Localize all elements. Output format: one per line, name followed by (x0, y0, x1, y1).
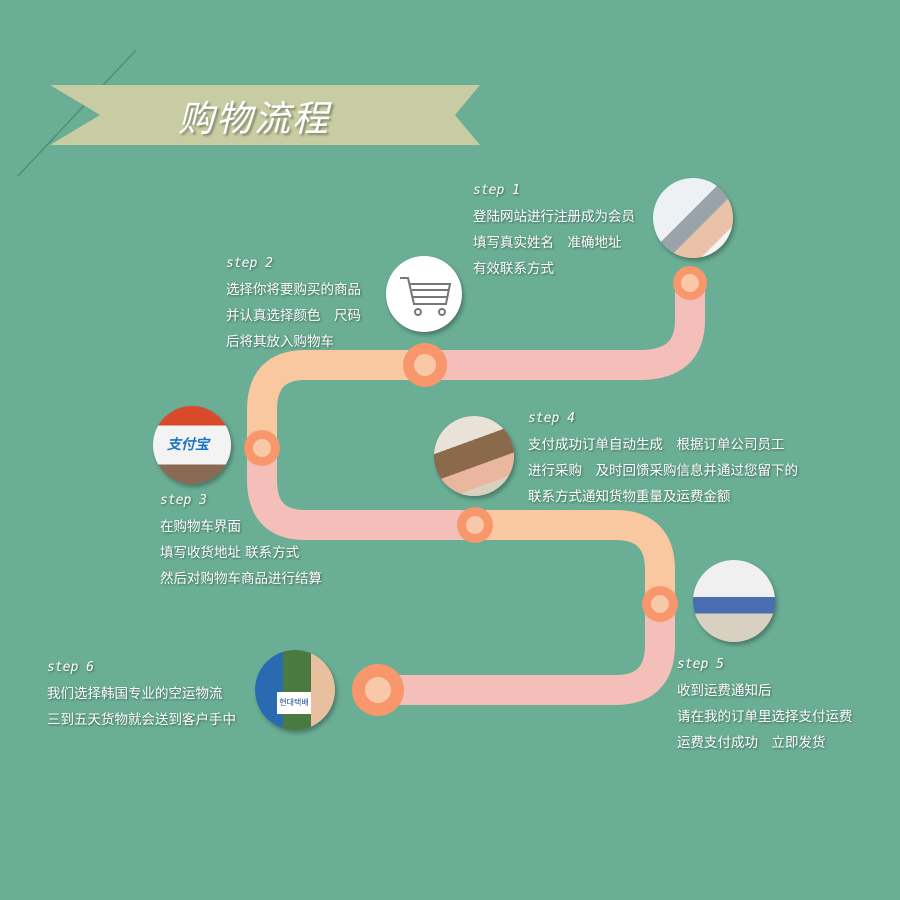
step-5: step 5 收到运费通知后 请在我的订单里选择支付运费 运费支付成功 立即发货 (677, 652, 853, 756)
step-line: 联系方式通知货物重量及运费金额 (528, 489, 731, 505)
step-line: 有效联系方式 (473, 261, 554, 277)
staff-purchasing-photo (434, 416, 514, 496)
delivery-box-logo: 현대택배 (277, 692, 311, 714)
step-line: 运费支付成功 立即发货 (677, 735, 826, 751)
title-banner (50, 85, 480, 145)
step-line: 我们选择韩国专业的空运物流 (47, 686, 223, 702)
step-3: step 3 在购物车界面 填写收货地址 联系方式 然后对购物车商品进行结算 (160, 488, 322, 592)
step-label: step 5 (677, 657, 724, 672)
step-line: 请在我的订单里选择支付运费 (677, 709, 853, 725)
step-label: step 6 (47, 660, 94, 675)
step-1: step 1 登陆网站进行注册成为会员 填写真实姓名 准确地址 有效联系方式 (473, 178, 635, 282)
step-label: step 2 (226, 256, 273, 271)
alipay-photo: 支付宝 (153, 406, 231, 484)
step-line: 登陆网站进行注册成为会员 (473, 209, 635, 225)
step-line: 收到运费通知后 (677, 683, 772, 699)
step-4: step 4 支付成功订单自动生成 根据订单公司员工 进行采购 及时回馈采购信息… (528, 406, 798, 510)
step-label: step 4 (528, 411, 575, 426)
warehouse-photo (693, 560, 775, 642)
step-line: 三到五天货物就会送到客户手中 (47, 712, 236, 728)
step-line: 填写真实姓名 准确地址 (473, 235, 622, 251)
delivery-photo: 현대택배 (255, 650, 335, 730)
process-path (247, 285, 705, 705)
shopping-cart-photo (386, 256, 462, 332)
step-6: step 6 我们选择韩国专业的空运物流 三到五天货物就会送到客户手中 (47, 655, 236, 733)
step-label: step 3 (160, 493, 207, 508)
step-2: step 2 选择你将要购买的商品 并认真选择颜色 尺码 后将其放入购物车 (226, 251, 361, 355)
step-line: 支付成功订单自动生成 根据订单公司员工 (528, 437, 785, 453)
step-label: step 1 (473, 183, 520, 198)
step-line: 选择你将要购买的商品 (226, 282, 361, 298)
alipay-logo: 支付宝 (167, 437, 209, 453)
step-line: 在购物车界面 (160, 519, 241, 535)
step-line: 后将其放入购物车 (226, 334, 334, 350)
step-line: 进行采购 及时回馈采购信息并通过您留下的 (528, 463, 798, 479)
step-line: 然后对购物车商品进行结算 (160, 571, 322, 587)
step-line: 填写收货地址 联系方式 (160, 545, 300, 561)
laptop-typing-photo (653, 178, 733, 258)
step-line: 并认真选择颜色 尺码 (226, 308, 361, 324)
path-nodes (244, 266, 707, 716)
page-title: 购物流程 (178, 99, 331, 140)
diagonal-line (17, 49, 137, 177)
